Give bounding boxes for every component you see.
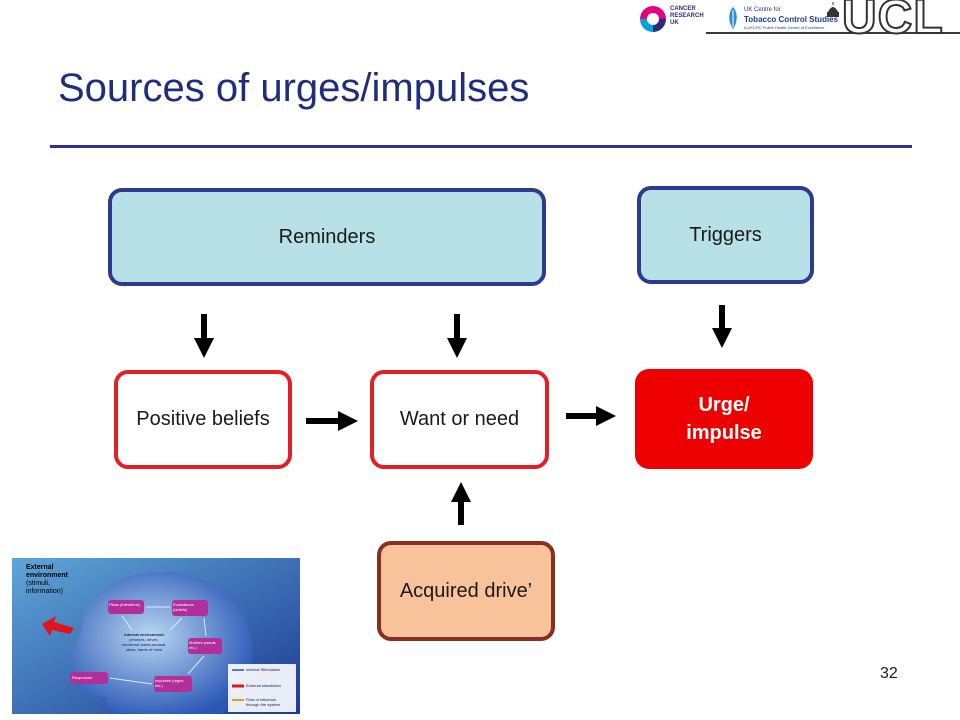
prime-theory-thumbnail: External environment (stimuli, informati… (12, 558, 300, 714)
positive-beliefs-label: Positive beliefs (136, 408, 270, 430)
tcs-line-2: Tobacco Control Studies (744, 15, 839, 24)
urge-label-line-1: Urge/ (698, 394, 750, 416)
arrow-drive-to-want (451, 482, 471, 525)
cr-line-2: RESEARCH (670, 13, 704, 19)
thumb-legend: Internal Stimulation External stimulatio… (246, 667, 281, 707)
cancer-research-mark-icon (640, 6, 666, 32)
header-rule (706, 32, 960, 34)
arrow-beliefs-to-want (306, 411, 358, 431)
tcs-line-3: A UKCRC Public Health Centre of Excellen… (744, 25, 825, 30)
page-number: 32 (880, 665, 898, 682)
tobacco-control-studies-logo: UK Centre for Tobacco Control Studies A … (726, 6, 838, 32)
triggers-label: Triggers (689, 223, 762, 246)
reminders-label: Reminders (278, 225, 376, 248)
tcs-line-1: UK Centre for (744, 7, 781, 13)
cr-line-1: CANCER (670, 6, 696, 12)
title-rule (50, 145, 912, 148)
urge-impulse-box: Urge/ impulse (635, 369, 813, 469)
thumbnail-figure (12, 558, 300, 714)
external-arrow-icon (42, 616, 74, 636)
thumb-impulses: Impulses (urges etc.) (155, 678, 184, 688)
positive-beliefs-box: Positive beliefs (114, 370, 292, 469)
want-or-need-label: Want or need (399, 408, 520, 430)
thumb-external-label: External environment (stimuli, informati… (26, 564, 69, 595)
acquired-drive-box: Acquired drive’ (377, 541, 555, 641)
arrow-triggers-to-urge (712, 305, 732, 348)
thumb-motives: Motives (wants etc.) (189, 640, 216, 650)
thumb-evaluations: Evaluations (beliefs) (173, 602, 194, 612)
want-or-need-box: Want or need (370, 370, 549, 469)
acquired-drive-label: Acquired drive’ (399, 579, 533, 602)
ucl-logo: UCL (841, 0, 944, 45)
cancer-research-uk-logo: CANCER RESEARCH UK (640, 4, 720, 34)
thumb-plans: Plans (intentions) (109, 602, 140, 607)
page-title: Sources of urges/impulses (58, 66, 530, 110)
cr-line-3: UK (670, 20, 679, 26)
arrow-reminders-to-positive-beliefs (194, 314, 214, 358)
ucl-dome-icon (827, 2, 839, 17)
thumb-internal-environment: Internal environment percepts, drives, e… (121, 632, 167, 652)
urge-label-line-2: impulse (686, 422, 762, 444)
arrow-reminders-to-want (447, 314, 467, 358)
reminders-box: Reminders (108, 188, 546, 286)
thumb-responses: Responses (72, 675, 93, 680)
tobacco-leaf-icon (729, 7, 737, 29)
triggers-box: Triggers (637, 186, 814, 284)
arrow-want-to-urge (566, 406, 616, 426)
